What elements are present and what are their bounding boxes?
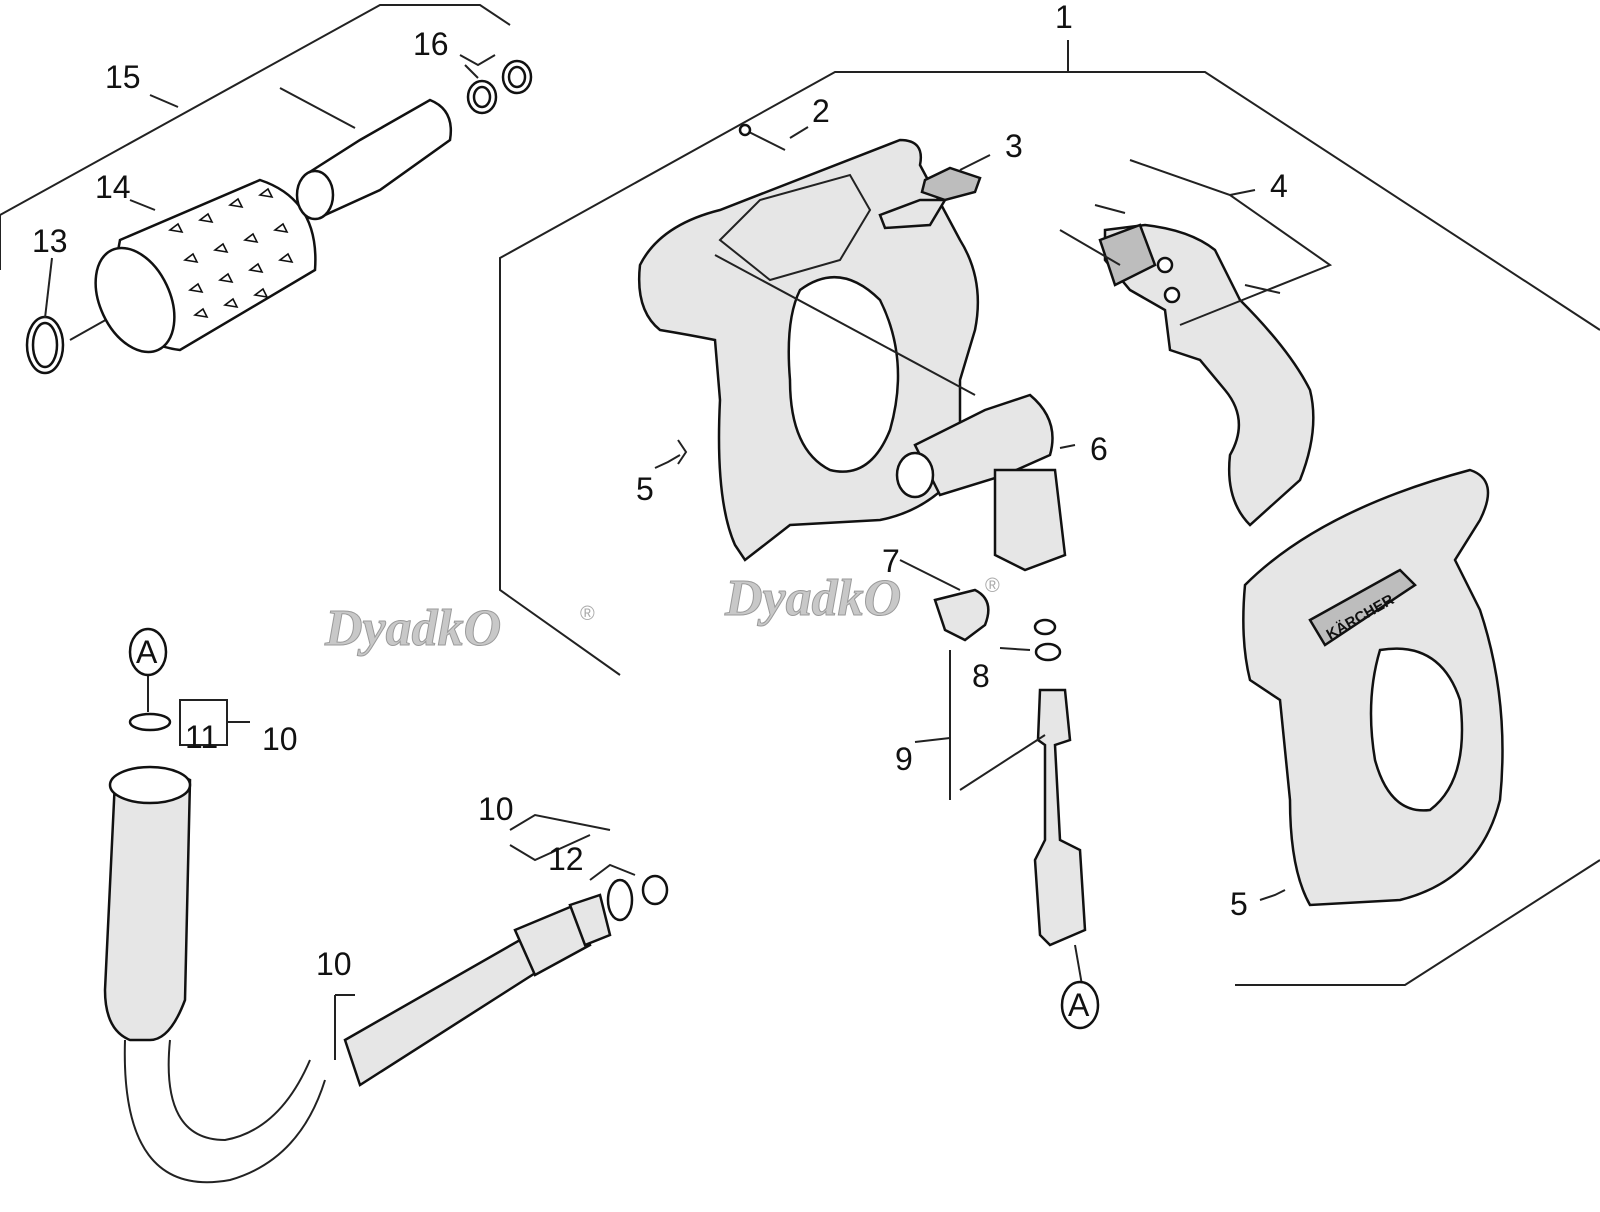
svg-text:A: A [136,634,158,670]
part-6-elbow [895,393,1076,572]
part-11-oring [128,672,250,746]
callout-11: 11 [185,719,218,755]
callout-3: 3 [1005,128,1023,164]
svg-text:®: ® [985,575,1000,597]
callout-16: 16 [413,26,449,62]
callout-6: 6 [1090,431,1108,467]
group-bracket-1 [499,71,1600,676]
part-14-sleeve [94,178,317,354]
part-5-handle-right: KÄRCHER [1242,468,1504,907]
callout-8: 8 [972,658,990,694]
group-bracket-15 [0,4,511,270]
group-bracket-1-lower [1235,859,1600,986]
part-9-valve [914,618,1087,986]
part-10-hose [103,765,612,1184]
callout-13: 13 [32,223,68,259]
callout-9: 9 [895,741,913,777]
callout-14: 14 [95,169,131,205]
callout-5: 5 [1230,886,1248,922]
watermark-center: DyadkO ® [724,570,1001,628]
part-2-screw [738,123,809,151]
callout-15: 15 [105,59,141,95]
callout-5: 5 [636,471,654,507]
svg-text:®: ® [580,603,595,625]
svg-text:DyadkO: DyadkO [324,600,501,657]
callout-12: 12 [548,841,584,877]
callout-1: 1 [1055,0,1073,35]
callout-10: 10 [478,791,514,827]
watermark-left: DyadkO ® [324,600,596,658]
part-7-clip [899,559,990,642]
svg-text:DyadkO: DyadkO [724,570,901,627]
callout-7: 7 [882,543,900,579]
part-5-shell-left [638,138,980,562]
connector-a-top: A [128,627,168,677]
part-3-latch [878,154,991,230]
svg-text:A: A [1068,987,1090,1023]
part-12-oring [509,813,669,922]
connector-a-bottom: A [1060,980,1100,1030]
part-16-seals [459,54,533,115]
callout-2: 2 [812,93,830,129]
callout-4: 4 [1270,168,1288,204]
callout-10: 10 [262,721,298,757]
callout-10: 10 [316,946,352,982]
part-4-trigger [1059,159,1333,527]
part-15-nozzle [279,87,453,221]
